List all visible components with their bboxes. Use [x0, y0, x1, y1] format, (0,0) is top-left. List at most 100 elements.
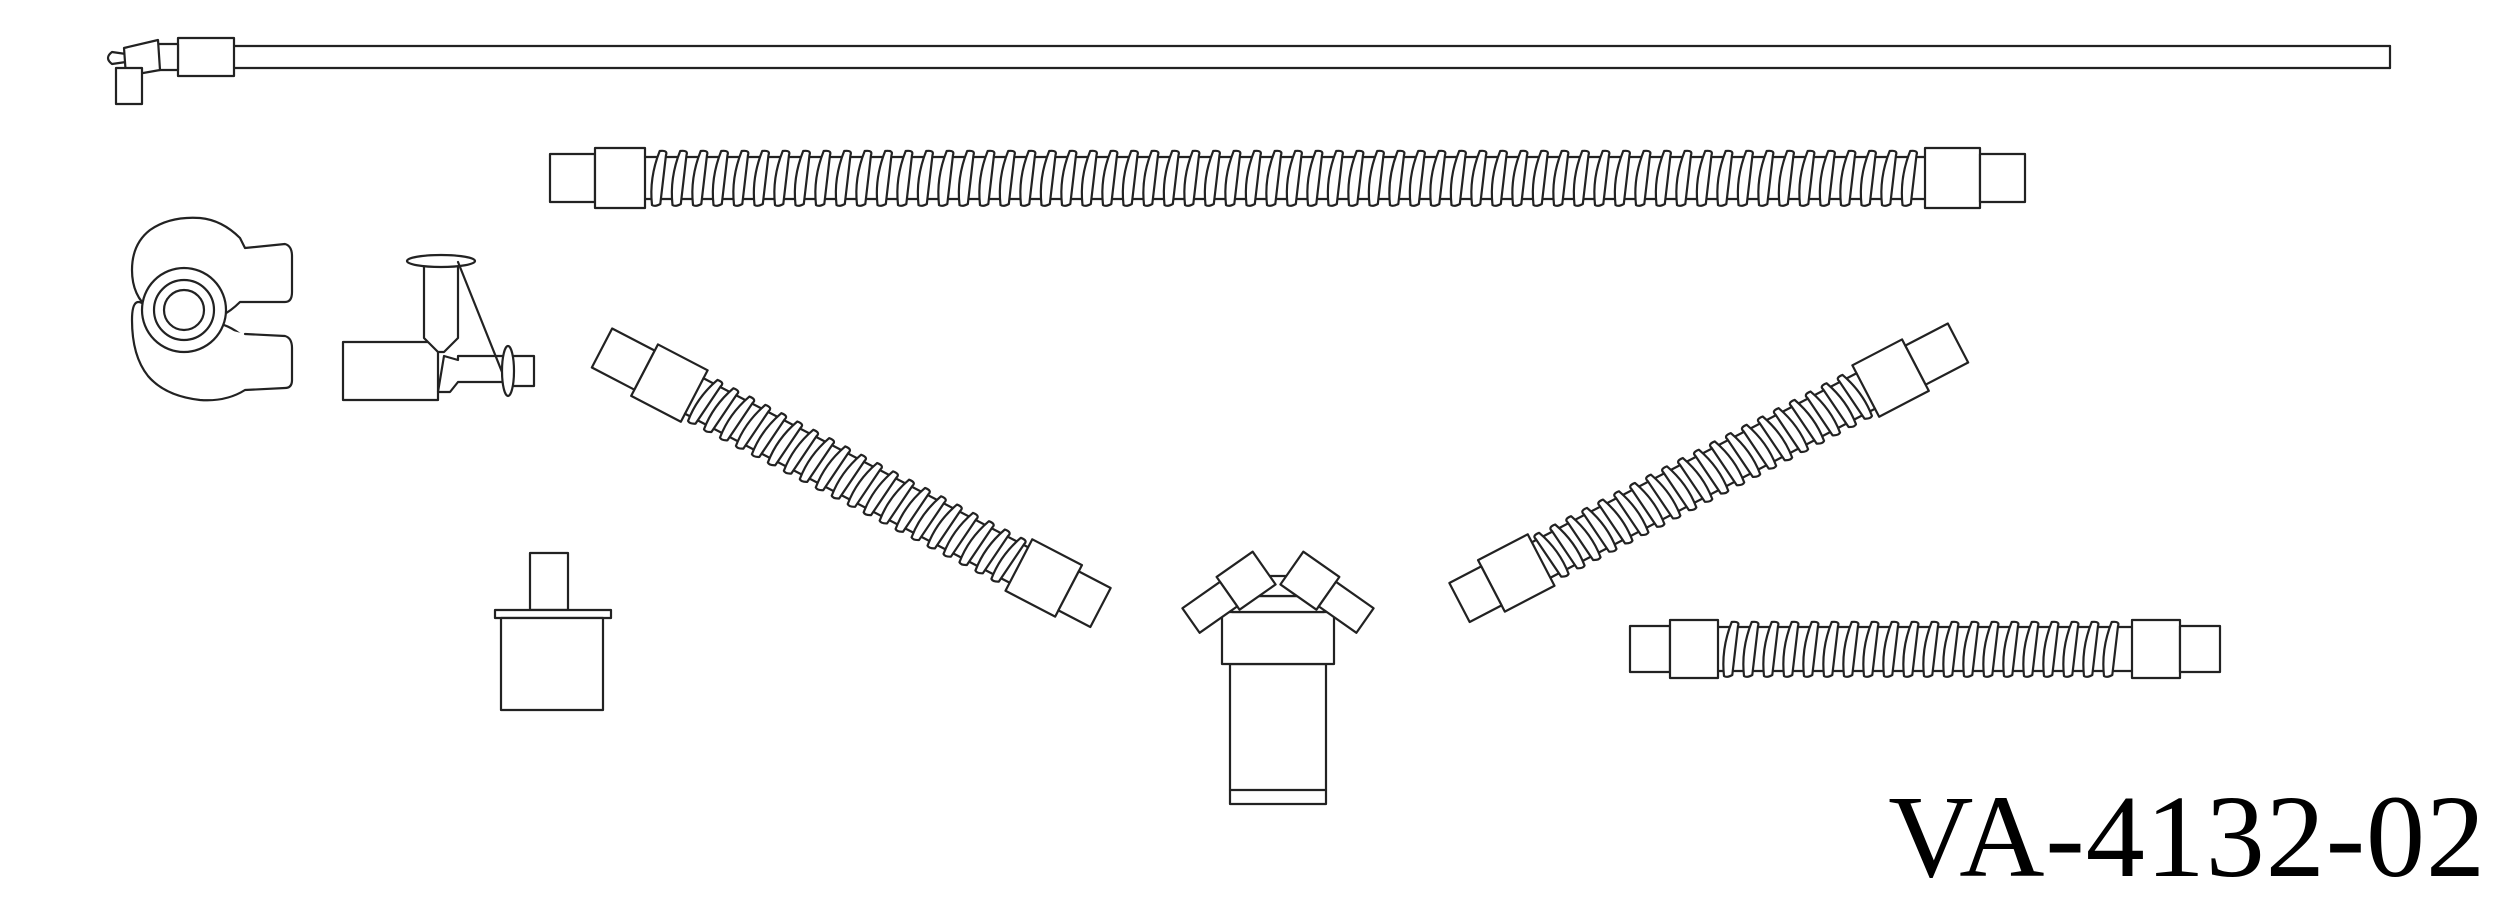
coil-segment	[752, 149, 770, 207]
coil-segment	[894, 486, 931, 533]
coil-segment	[750, 412, 788, 459]
coil-segment	[711, 149, 729, 207]
coil-segment	[1347, 149, 1365, 207]
y-piece	[1181, 550, 1375, 806]
coil-segment	[1285, 149, 1303, 207]
coil-segment	[1802, 620, 1820, 678]
coil-segment	[1736, 149, 1754, 207]
coil-segment	[834, 149, 852, 207]
coil-segment	[1654, 149, 1672, 207]
coil-segment	[686, 378, 724, 425]
coil-segment	[1661, 465, 1698, 512]
right-branch-tube	[1448, 322, 1970, 624]
coil-segment	[937, 149, 955, 207]
coil-segment	[1613, 490, 1650, 537]
coil-segment	[855, 149, 873, 207]
coil-segment	[1724, 431, 1762, 478]
coil-segment	[916, 149, 934, 207]
coil-segment	[2022, 620, 2040, 678]
coil-segment	[1121, 149, 1139, 207]
coil-segment	[1367, 149, 1385, 207]
left-branch-tube	[590, 327, 1112, 629]
coil-segment	[1388, 149, 1406, 207]
coil-segment	[1804, 390, 1842, 437]
coil-segment	[1162, 149, 1180, 207]
coil-segment	[1788, 398, 1826, 445]
coil-segment	[766, 420, 804, 467]
coil-segment	[718, 395, 756, 442]
coil-segment	[1922, 620, 1940, 678]
coil-segment	[875, 149, 893, 207]
coil-segment	[1306, 149, 1324, 207]
coil-segment	[1692, 448, 1730, 495]
coil-segment	[650, 149, 668, 207]
coil-segment	[1982, 620, 2000, 678]
coil-segment	[1822, 620, 1840, 678]
coil-segment	[1511, 149, 1529, 207]
coil-segment	[1549, 523, 1586, 570]
short-corrugated-tube	[1628, 618, 2222, 680]
coil-segment	[878, 478, 915, 525]
coil-segment	[1880, 149, 1898, 207]
coil-segment	[1552, 149, 1570, 207]
coil-segment	[1740, 423, 1778, 470]
coil-segment	[1942, 620, 1960, 678]
mouthpiece	[130, 216, 294, 402]
coil-segment	[862, 470, 899, 517]
left-tube-coils	[686, 378, 1027, 583]
coil-segment	[990, 536, 1027, 583]
long-corrugated-tube	[548, 146, 2027, 210]
coil-segment	[830, 453, 868, 500]
coil-segment	[814, 149, 832, 207]
coil-segment	[1675, 149, 1693, 207]
coil-segment	[1039, 149, 1057, 207]
coil-segment	[1533, 531, 1570, 578]
coil-segment	[998, 149, 1016, 207]
coil-segment	[1836, 373, 1874, 420]
coil-segment	[1593, 149, 1611, 207]
coil-segment	[1839, 149, 1857, 207]
coil-segment	[732, 149, 750, 207]
coil-segment	[974, 528, 1011, 575]
coil-segment	[1842, 620, 1860, 678]
coil-segment	[1716, 149, 1734, 207]
coil-segment	[1265, 149, 1283, 207]
coil-segment	[1531, 149, 1549, 207]
coil-segment	[1203, 149, 1221, 207]
coil-segment	[1060, 149, 1078, 207]
elbow-adapter	[341, 253, 536, 402]
coil-segment	[1634, 149, 1652, 207]
coil-segment	[1859, 149, 1877, 207]
coil-segment	[1695, 149, 1713, 207]
coil-segment	[2062, 620, 2080, 678]
right-tube-coils	[1533, 373, 1874, 578]
coil-segment	[1326, 149, 1344, 207]
coil-segment	[2042, 620, 2060, 678]
long-tube-coils	[650, 149, 1918, 207]
coil-segment	[1224, 149, 1242, 207]
short-tube-coils	[1722, 620, 2120, 678]
coil-segment	[1183, 149, 1201, 207]
coil-segment	[1962, 620, 1980, 678]
coil-segment	[2002, 620, 2020, 678]
coil-segment	[814, 445, 852, 492]
coil-segment	[798, 436, 836, 483]
coil-segment	[1862, 620, 1880, 678]
coil-segment	[1080, 149, 1098, 207]
coil-segment	[1708, 440, 1746, 487]
coil-segment	[958, 520, 995, 567]
coil-segment	[1782, 620, 1800, 678]
coil-segment	[846, 461, 883, 508]
coil-segment	[1762, 620, 1780, 678]
coil-segment	[1101, 149, 1119, 207]
coil-segment	[1613, 149, 1631, 207]
coil-segment	[1900, 149, 1918, 207]
coil-segment	[702, 387, 740, 434]
coil-segment	[2082, 620, 2100, 678]
coil-segment	[1565, 515, 1602, 562]
coil-segment	[942, 511, 979, 558]
coil-segment	[1798, 149, 1816, 207]
coil-segment	[734, 403, 772, 450]
part-number-label: VA-4132-02	[1888, 771, 2486, 902]
